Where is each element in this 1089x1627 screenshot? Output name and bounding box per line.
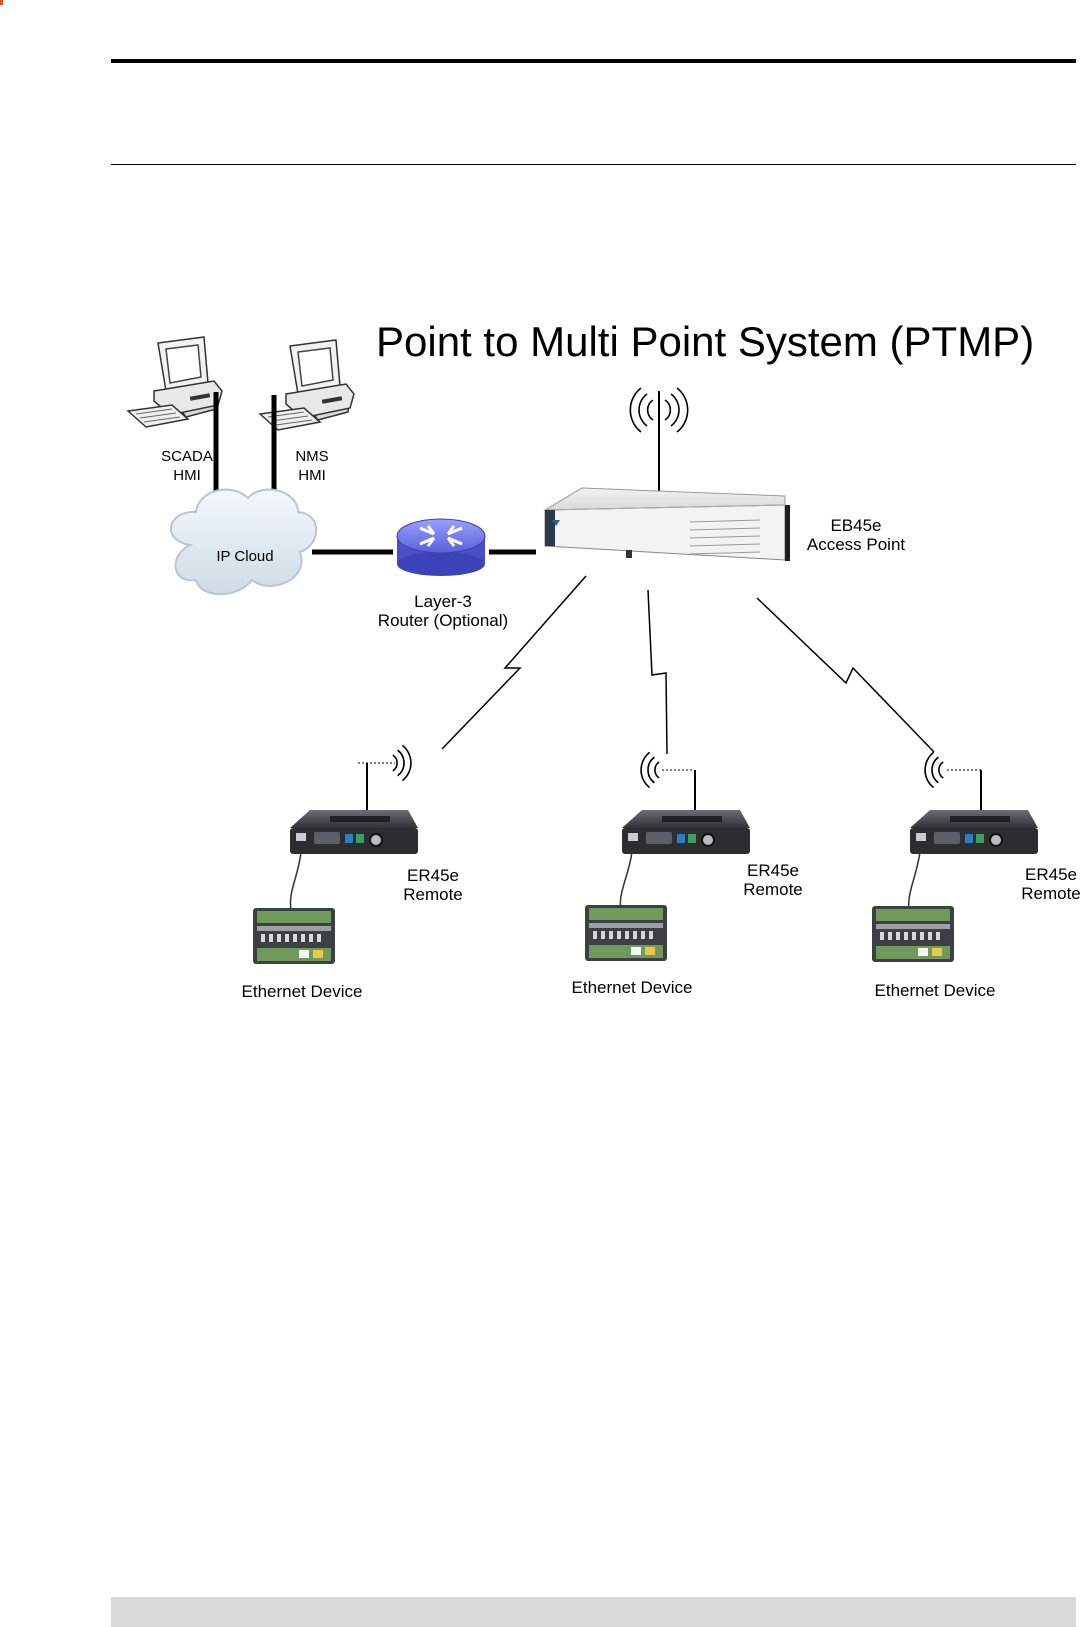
scada-label: SCADA HMI — [160, 447, 214, 485]
remote-2-group — [585, 752, 750, 961]
scada-workstation-icon — [128, 337, 222, 427]
remote-2-label-line1: ER45e — [740, 861, 806, 880]
nms-label: NMS HMI — [292, 447, 332, 485]
diagram-title: Point to Multi Point System (PTMP) — [376, 318, 1034, 366]
remote-3-label-line2: Remote — [1018, 884, 1084, 903]
remote-1-group — [253, 745, 418, 964]
remote-3-label: ER45e Remote — [1018, 865, 1084, 903]
nms-label-line1: NMS — [292, 447, 332, 466]
remote-3-group — [872, 752, 1038, 962]
remote-2-label: ER45e Remote — [740, 861, 806, 899]
remote-1-label: ER45e Remote — [400, 866, 466, 904]
footer-bar — [111, 1597, 1076, 1627]
ethernet-device-1-icon — [253, 908, 335, 964]
remote-3-label-line1: ER45e — [1018, 865, 1084, 884]
remote-1-label-line1: ER45e — [400, 866, 466, 885]
ip-cloud-icon — [171, 490, 316, 595]
scada-label-line2: HMI — [160, 466, 214, 485]
ip-cloud-label: IP Cloud — [210, 547, 280, 566]
nms-label-line2: HMI — [292, 466, 332, 485]
remote-3-cable — [909, 852, 920, 915]
ethernet-device-2-label: Ethernet Device — [566, 978, 698, 997]
access-point-icon — [545, 488, 790, 561]
access-point-label: EB45e Access Point — [798, 516, 914, 554]
remote-2-radio-icon — [622, 810, 750, 854]
router-label: Layer-3 Router (Optional) — [365, 592, 521, 630]
ethernet-device-3-label: Ethernet Device — [869, 981, 1001, 1000]
remote-1-label-line2: Remote — [400, 885, 466, 904]
scada-label-line1: SCADA — [160, 447, 214, 466]
remote-2-label-line2: Remote — [740, 880, 806, 899]
router-icon — [397, 519, 485, 576]
access-point-label-line1: EB45e — [798, 516, 914, 535]
remote-3-radio-icon — [910, 810, 1038, 854]
remote-1-radio-icon — [290, 810, 418, 854]
radio-link-right — [757, 598, 934, 752]
radio-link-center — [648, 590, 667, 754]
router-label-line2: Router (Optional) — [365, 611, 521, 630]
access-point-label-line2: Access Point — [798, 535, 914, 554]
router-label-line1: Layer-3 — [365, 592, 521, 611]
ethernet-device-1-label: Ethernet Device — [236, 982, 368, 1001]
ethernet-device-3-icon — [872, 906, 954, 962]
ethernet-device-2-icon — [585, 905, 667, 961]
